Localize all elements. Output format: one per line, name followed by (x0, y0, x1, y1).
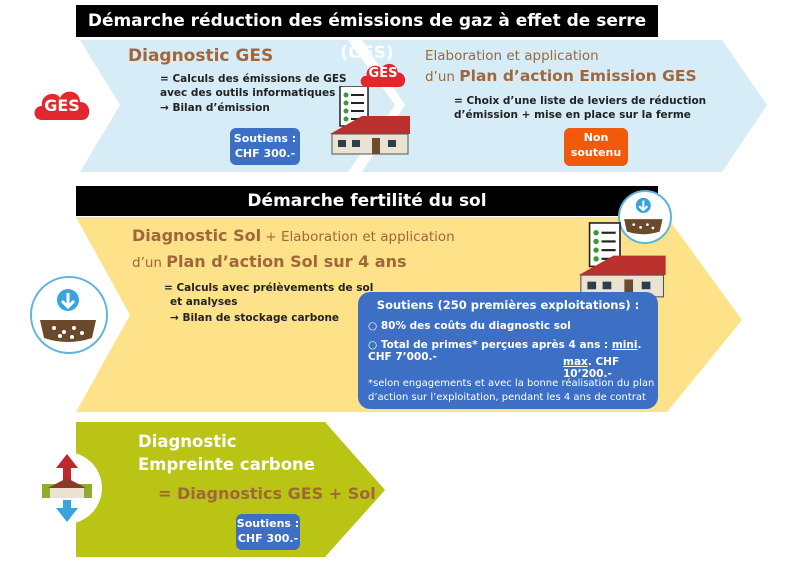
bullet-icon: ○ (368, 339, 381, 351)
diagnostic-ges-support-box: Soutiens : CHF 300.- (230, 128, 300, 165)
plan-ges-line1: = Choix d’une liste de leviers de réduct… (454, 95, 707, 107)
sol-support-note-line1: *selon engagements et avec la bonne réal… (368, 378, 655, 389)
sol-diag-strong: Diagnostic Sol (132, 226, 262, 245)
plan-ges-line2: d’émission + mise en place sur la ferme (454, 109, 691, 121)
sol-plan-prefix: d’un (132, 255, 167, 271)
sol-support-max-value: . CHF 10’200.- (563, 356, 620, 380)
house-checklist-icon (330, 86, 410, 155)
carbon-footprint-icon (42, 454, 92, 522)
diagnostic-ges-line3: → Bilan d’émission (160, 102, 270, 114)
sol-support-max-line: max. CHF 10’200.- (563, 356, 658, 380)
diagnostic-ges-support-line1: Soutiens : (233, 132, 297, 145)
plan-ges-support-line2: soutenu (570, 146, 622, 159)
carbon-support-line1: Soutiens : (236, 517, 300, 530)
sol-line3: → Bilan de stockage carbone (170, 312, 340, 324)
carbon-equation: = Diagnostics GES + Sol (158, 484, 376, 503)
diagnostic-ges-support-line2: CHF 300.- (234, 147, 296, 160)
sol-section-title: Démarche fertilité du sol (76, 186, 658, 216)
diagnostic-ges-line2: avec des outils informatiques (160, 87, 336, 99)
sol-support-min: mini (611, 339, 638, 351)
carbon-support-line2: CHF 300.- (237, 532, 299, 545)
sol-line2: et analyses (170, 296, 238, 308)
soil-down-arrow-small-icon (624, 197, 663, 235)
carbon-support-box: Soutiens : CHF 300.- (236, 514, 300, 550)
plan-ges-title-strong: Plan d’action Emission GES (459, 67, 697, 85)
ges-small-cloud-icon (360, 63, 406, 87)
carbon-title-line2: Empreinte carbone (138, 455, 315, 474)
sol-title-line2: d’un Plan d’action Sol sur 4 ans (132, 252, 407, 271)
sol-support-item2-prefix: Total de primes* perçues après 4 ans : (380, 339, 612, 351)
plan-ges-title-line1: Elaboration et application (425, 48, 599, 64)
plan-ges-title-line2: d’un Plan d’action Emission GES (425, 66, 697, 85)
sol-support-item2: ○ Total de primes* perçues après 4 ans :… (368, 339, 658, 363)
plan-ges-support-line1: Non (583, 131, 609, 144)
ges-cloud-icon (34, 91, 90, 120)
soil-down-arrow-icon (40, 289, 96, 342)
ges-logo-text: GES (44, 96, 80, 115)
ges-small-logo-text: GES (368, 66, 398, 81)
house-checklist-sol-icon (578, 222, 666, 298)
plan-ges-title-prefix: d’un (425, 69, 460, 85)
sol-support-box: Soutiens (250 premières exploitations) :… (358, 292, 658, 409)
diagnostic-ges-title: Diagnostic GES (128, 46, 274, 66)
sol-support-title: Soutiens (250 premières exploitations) : (376, 298, 640, 312)
sol-support-max: max (563, 356, 588, 368)
bullet-icon: ○ (368, 320, 381, 332)
sol-support-note-line2: d’action sur l’exploitation, pendant les… (368, 392, 646, 403)
diagnostic-ges-line1: = Calculs des émissions de GES (160, 73, 347, 85)
plan-ges-support-box: Non soutenu (564, 128, 628, 166)
sol-support-min-value: . CHF 7’000.- (368, 339, 642, 363)
sol-line1: = Calculs avec prélèvements de sol (164, 282, 374, 294)
sol-support-item1: ○ 80% des coûts du diagnostic sol (368, 320, 571, 332)
ges-section-title: Démarche réduction des émissions de gaz … (76, 5, 658, 63)
sol-plan-strong: Plan d’action Sol sur 4 ans (166, 252, 407, 271)
carbon-title-line1: Diagnostic (138, 432, 237, 451)
sol-title-line1: Diagnostic Sol + Elaboration et applicat… (132, 226, 455, 245)
sol-support-item1-text: 80% des coûts du diagnostic sol (380, 320, 571, 332)
sol-diag-rest: + Elaboration et application (261, 229, 455, 245)
